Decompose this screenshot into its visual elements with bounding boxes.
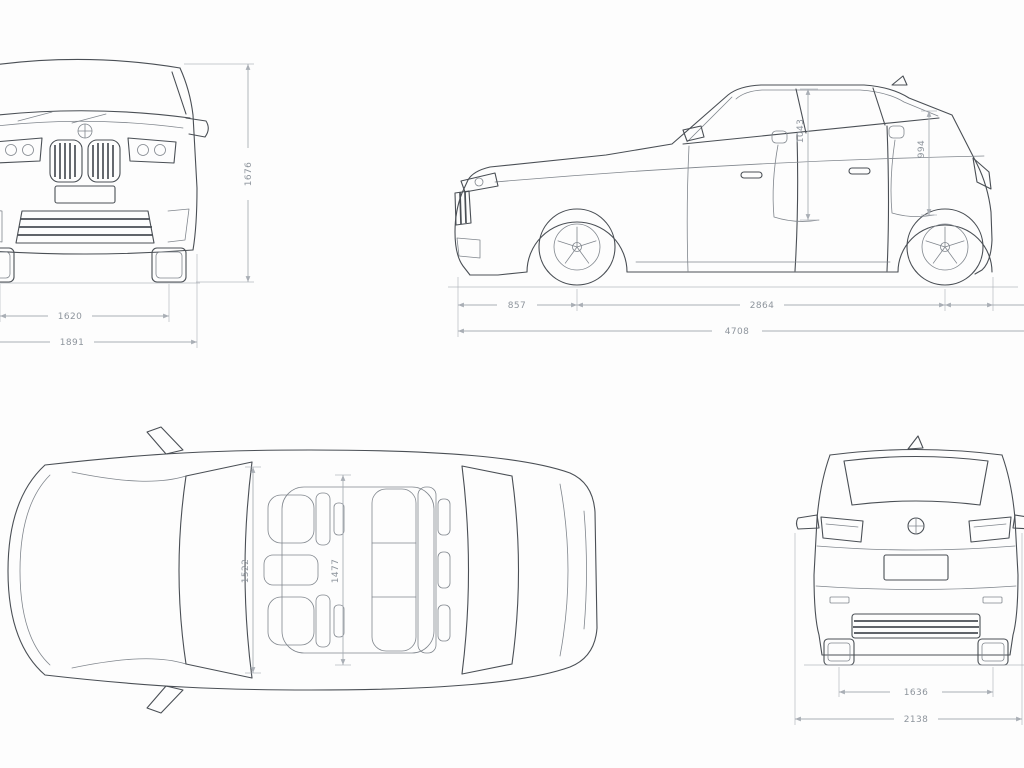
wheelbase-label: 2864 [750, 301, 775, 311]
front-wheel-right [151, 247, 187, 283]
front-seats-plan [263, 492, 345, 648]
taillight-side [972, 157, 992, 190]
rear-track-label: 1636 [904, 688, 929, 698]
overall-length-label: 4708 [725, 327, 750, 337]
headlight-right [127, 137, 177, 164]
kidney-grille-left [49, 139, 83, 183]
side-headlight [460, 172, 499, 193]
taillight-right [968, 516, 1012, 543]
top-dimensions: 1522 1477 [241, 466, 351, 674]
license-plate [54, 185, 116, 204]
rear-bench-plan [371, 486, 451, 654]
headlight-left [0, 137, 43, 164]
rear-window [843, 455, 989, 506]
bmw-roundel-icon [77, 123, 93, 139]
front-car-body [0, 58, 209, 284]
rear-mirror-left [795, 514, 820, 530]
top-view-drawing: 1522 1477 [7, 426, 598, 714]
track-width-label: 1620 [58, 312, 83, 322]
interior-seats [771, 125, 935, 222]
roof-panel [281, 486, 435, 654]
overall-width-label: 1891 [60, 338, 85, 348]
side-dimensions: 1043 994 857 2864 4708 [457, 88, 1024, 337]
overall-height-label: 1676 [244, 162, 254, 187]
rear-car-body [795, 435, 1024, 666]
rear-dimensions: 1636 2138 [794, 533, 1023, 725]
rear-diffuser [851, 613, 981, 639]
rear-interior-width-label: 1477 [331, 559, 341, 584]
door-handle-front [740, 171, 763, 179]
side-car-body [448, 75, 1018, 288]
door-handle-rear [848, 167, 871, 175]
front-overhang-label: 857 [508, 301, 526, 311]
kidney-grille-right [87, 139, 121, 183]
side-mirror [682, 125, 705, 142]
rear-antenna-fin [907, 435, 924, 450]
width-with-mirrors-label: 2138 [904, 715, 929, 725]
mirror-left-top [146, 426, 184, 455]
front-interior-width-label: 1522 [241, 559, 251, 584]
rear-bmw-roundel-icon [907, 517, 925, 535]
front-dimensions: 1676 1620 1891 [0, 63, 254, 348]
front-wheel-left [0, 247, 15, 283]
side-grille [454, 190, 472, 226]
top-car-body [7, 426, 598, 714]
antenna-fin [891, 75, 908, 86]
rear-license-plate [883, 554, 949, 581]
rear-headroom-label: 994 [917, 140, 927, 158]
mirror-right-top [146, 685, 184, 714]
rear-wheel [906, 208, 984, 286]
rear-view-drawing: 1636 2138 [794, 435, 1024, 725]
side-view-drawing: 1043 994 857 2864 4708 [448, 75, 1024, 337]
front-view-drawing: 1676 1620 1891 [0, 58, 254, 348]
taillight-left [820, 516, 864, 543]
front-wheel [538, 208, 616, 286]
front-headroom-label: 1043 [796, 119, 806, 144]
